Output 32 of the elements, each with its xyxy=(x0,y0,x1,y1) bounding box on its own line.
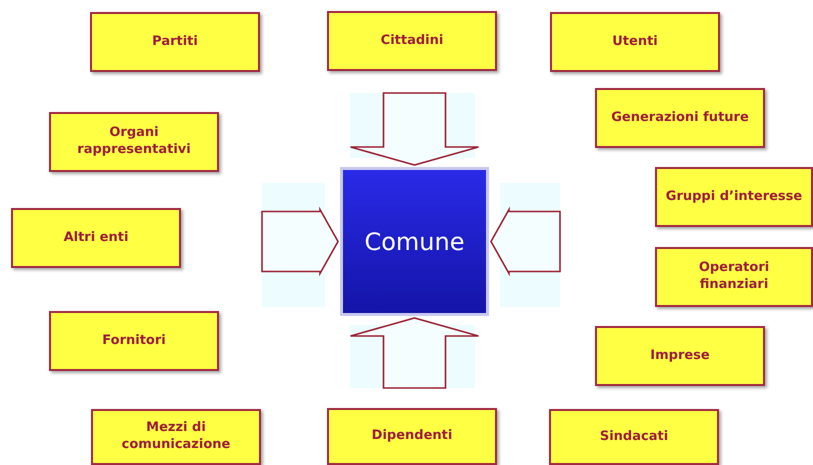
stakeholder-box xyxy=(655,167,813,227)
stakeholder-box xyxy=(550,12,720,72)
stakeholder-box xyxy=(49,112,219,172)
stakeholder-box xyxy=(655,247,813,307)
box-label: Dipendenti xyxy=(370,428,454,445)
block-arrow xyxy=(350,317,480,389)
stakeholder-box xyxy=(327,11,497,71)
stakeholder-box xyxy=(549,409,719,465)
box-label: Operatori finanziari xyxy=(698,260,770,294)
box-label: Imprese xyxy=(649,348,711,364)
box-label: Gruppi d’interesse xyxy=(664,188,804,206)
box-label: Comune xyxy=(364,228,464,256)
box-label: Partiti xyxy=(151,34,199,50)
stakeholder-box xyxy=(595,326,765,386)
box-label: Sindacati xyxy=(598,428,670,446)
box-label: Altri enti xyxy=(62,230,130,246)
stakeholder-box xyxy=(49,311,219,371)
box-label: Generazioni future xyxy=(610,110,750,126)
box-label: Fornitori xyxy=(101,332,167,350)
stakeholder-box xyxy=(11,208,181,268)
box-label: Organi rappresentativi xyxy=(76,125,192,159)
stakeholder-box xyxy=(595,88,765,148)
stakeholder-box xyxy=(327,408,497,465)
stakeholder-box xyxy=(91,409,261,465)
box-label: Utenti xyxy=(611,34,659,50)
block-arrow xyxy=(350,92,480,166)
block-arrow xyxy=(261,206,339,277)
box-label: Mezzi di comunicazione xyxy=(120,420,232,454)
central-box xyxy=(340,167,489,316)
block-arrow xyxy=(490,206,561,277)
box-label: Cittadini xyxy=(380,32,444,50)
stakeholder-box xyxy=(90,12,260,72)
